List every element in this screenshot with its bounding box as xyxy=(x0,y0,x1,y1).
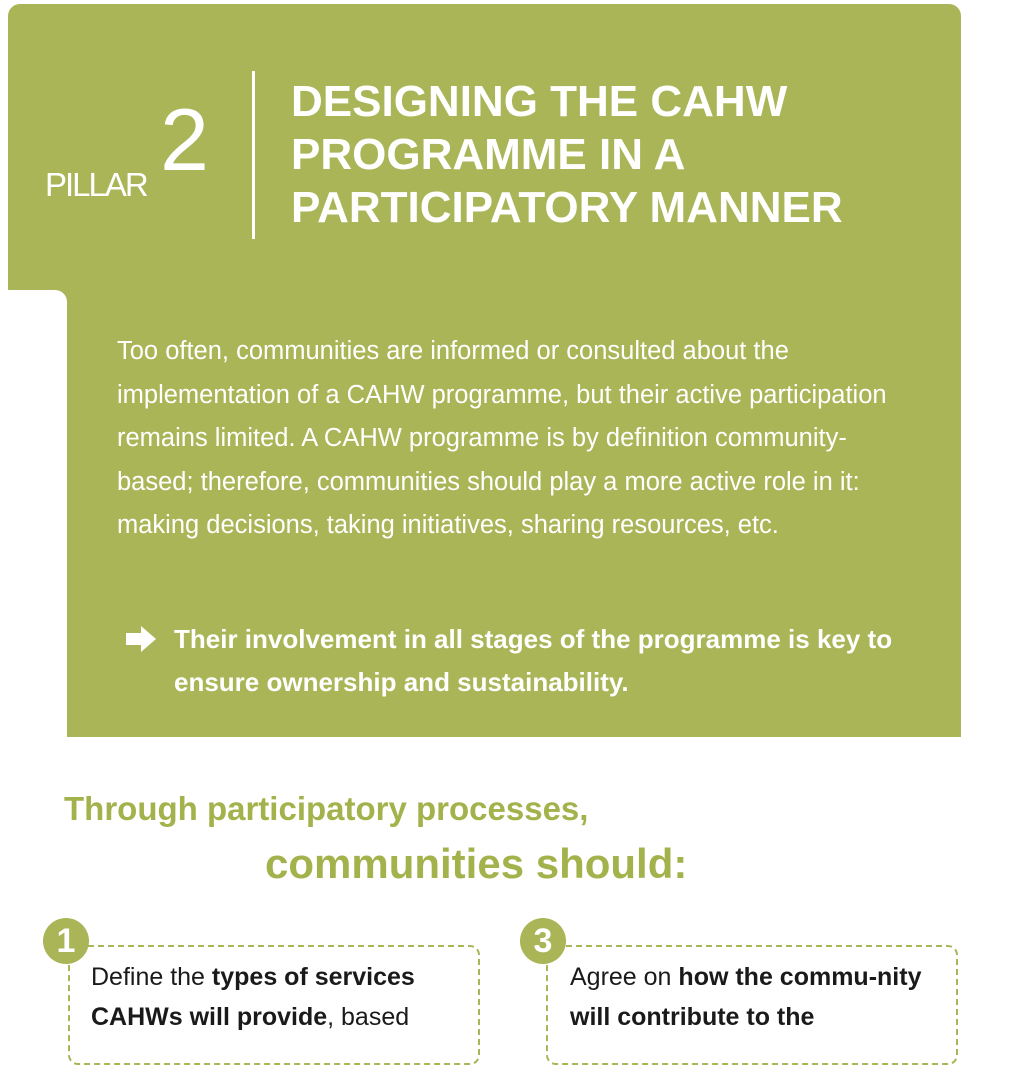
pillar-label: PILLAR xyxy=(45,166,149,203)
panel-notch xyxy=(8,290,67,310)
item-text-1-end: , based xyxy=(327,1003,410,1031)
title-divider xyxy=(252,71,255,239)
item-text-3: Agree on how the commu-nity will contrib… xyxy=(570,957,940,1037)
pillar-number: 2 xyxy=(160,90,209,189)
section-heading-line1: Through participatory processes, xyxy=(64,790,589,827)
item-number-badge-3: 3 xyxy=(520,918,566,964)
section-heading-line2: communities should: xyxy=(265,840,688,887)
item-text-1: Define the types of services CAHWs will … xyxy=(91,957,463,1037)
item-text-3-start: Agree on xyxy=(570,963,679,991)
key-message: Their involvement in all stages of the p… xyxy=(174,624,893,697)
intro-paragraph: Too often, communities are informed or c… xyxy=(117,337,887,539)
header-panel xyxy=(8,4,961,301)
item-number-badge-1: 1 xyxy=(43,918,89,964)
item-text-1-start: Define the xyxy=(91,963,212,991)
page-title: DESIGNING THE CAHW PROGRAMME IN A PARTIC… xyxy=(291,77,843,232)
arrow-right-icon xyxy=(126,626,156,652)
intro-panel xyxy=(67,280,961,737)
